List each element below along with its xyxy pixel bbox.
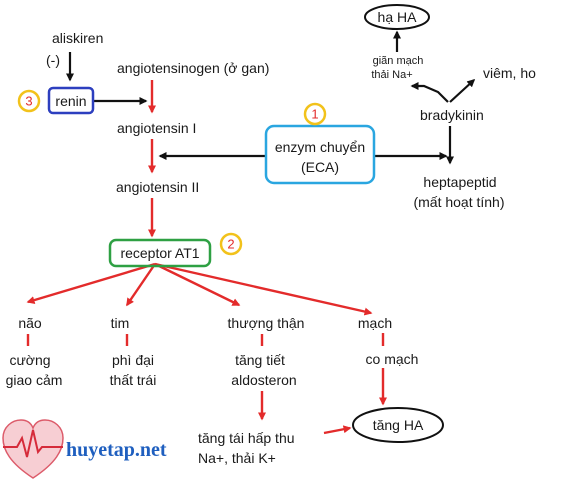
watermark: huyetap.net xyxy=(2,419,167,479)
watermark-text: huyetap.net xyxy=(66,439,167,461)
tang-ha-label: tăng HA xyxy=(373,417,424,433)
marker-1-label: 1 xyxy=(311,107,318,122)
marker-3-label: 3 xyxy=(25,94,32,109)
thuong-than-result-line2: Na+, thải K+ xyxy=(198,450,276,466)
tim-effect-line1: phì đại xyxy=(112,352,154,368)
aliskiren-inhibit-sign: (-) xyxy=(46,52,60,68)
receptor-label: receptor AT1 xyxy=(120,245,199,261)
enzyme-label-line1: enzym chuyển xyxy=(275,139,365,155)
arrow-receptor-tim xyxy=(126,263,156,307)
arrow-bradykinin-vasodilation xyxy=(410,82,449,103)
nao-effect-line2: giao cảm xyxy=(6,372,63,388)
black-arrows xyxy=(66,30,476,165)
angiotensin-2-label: angiotensin II xyxy=(116,179,199,195)
ha-ha-oval xyxy=(364,4,430,30)
thuong-than-label: thượng thận xyxy=(228,315,305,331)
mach-label: mạch xyxy=(358,315,392,331)
renin-box xyxy=(47,86,95,115)
heptapeptid-label-line1: heptapeptid xyxy=(423,174,496,190)
arrow-receptor-mach xyxy=(154,262,373,316)
tim-effect-line2: thất trái xyxy=(110,372,157,388)
tang-ha-oval xyxy=(352,407,444,443)
angiotensinogen-label: angiotensinogen (ở gan) xyxy=(117,60,269,76)
aliskiren-label: aliskiren xyxy=(52,30,103,46)
mach-effect-label: co mạch xyxy=(366,351,419,367)
ha-ha-label: hạ HA xyxy=(378,9,418,25)
thuong-than-result-line1: tăng tái hấp thu xyxy=(198,430,295,446)
marker-2: 2 xyxy=(219,232,243,256)
receptor-box xyxy=(108,238,212,268)
marker-3: 3 xyxy=(17,89,41,113)
heart-pulse-icon xyxy=(2,419,64,479)
thuong-than-effect-line1: tăng tiết xyxy=(235,352,285,368)
nao-effect-line1: cường xyxy=(9,352,50,368)
arrow-bradykinin-viem-ho xyxy=(449,78,476,103)
nao-label: não xyxy=(18,315,42,331)
enzyme-label-line2: (ECA) xyxy=(301,159,339,175)
angiotensin-1-label: angiotensin I xyxy=(117,120,196,136)
arrow-result-tang-ha xyxy=(323,425,352,435)
heptapeptid-label-line2: (mất hoạt tính) xyxy=(413,194,504,210)
vasodilation-label-line1: giãn mạch xyxy=(373,55,424,67)
red-arrows xyxy=(26,80,387,435)
arrow-receptor-nao xyxy=(26,262,156,304)
vasodilation-label-line2: thải Na+ xyxy=(371,69,412,81)
thuong-than-effect-line2: aldosteron xyxy=(231,372,296,388)
enzyme-box xyxy=(264,124,376,185)
marker-2-label: 2 xyxy=(227,237,234,252)
marker-1: 1 xyxy=(303,102,327,126)
arrow-receptor-thuong-than xyxy=(154,262,241,307)
bradykinin-label: bradykinin xyxy=(420,107,484,123)
viem-ho-label: viêm, ho xyxy=(483,65,536,81)
renin-label: renin xyxy=(55,93,86,109)
tim-label: tim xyxy=(111,315,130,331)
